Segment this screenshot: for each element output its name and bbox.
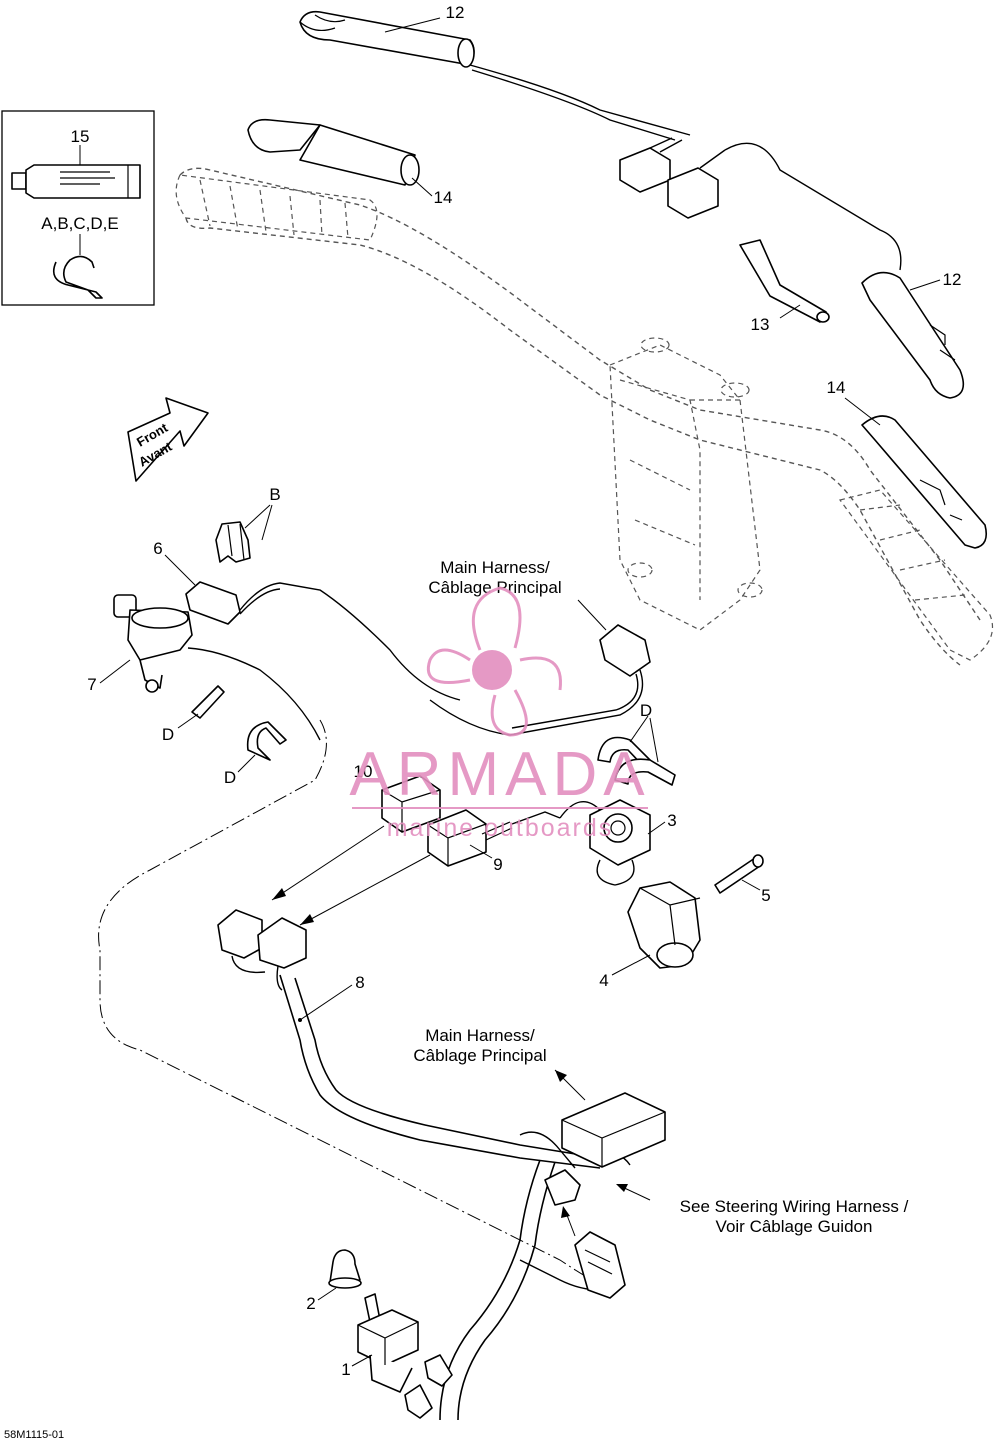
front-direction-arrow: Front Avant <box>127 397 209 482</box>
callout-9: 9 <box>493 855 502 874</box>
main-harness-caption-2a: Main Harness/ <box>425 1026 535 1045</box>
switch-3 <box>559 799 651 886</box>
armada-watermark: ARMADA marine outboards <box>349 586 650 842</box>
callout-6: 6 <box>153 539 162 558</box>
harness-connector-lower-right <box>574 1231 626 1299</box>
callout-b: B <box>269 485 280 504</box>
kit-label: A,B,C,D,E <box>41 214 118 233</box>
steering-harness-caption-b: Voir Câblage Guidon <box>716 1217 873 1236</box>
callout-12-top: 12 <box>446 3 465 22</box>
clip-b <box>215 521 251 563</box>
callout-4: 4 <box>599 971 608 990</box>
heated-grip-element-top <box>299 10 691 141</box>
lubricant-tube-icon <box>11 164 141 199</box>
callout-14-top: 14 <box>434 188 453 207</box>
callout-15: 15 <box>71 127 90 146</box>
callout-12-right: 12 <box>943 270 962 289</box>
connector-10 <box>381 775 441 833</box>
wiring-harness-8 <box>217 909 631 1421</box>
cap-4 <box>627 881 701 969</box>
clip-d-left-1 <box>191 685 225 719</box>
watermark-brand: ARMADA <box>349 740 650 809</box>
callout-13: 13 <box>751 315 770 334</box>
callout-10: 10 <box>354 762 373 781</box>
boot-2 <box>328 1249 362 1289</box>
callout-3: 3 <box>667 811 676 830</box>
steering-harness-caption-a: See Steering Wiring Harness / <box>680 1197 909 1216</box>
clip-d-left-2 <box>246 721 287 761</box>
callout-d-1: D <box>162 725 174 744</box>
callout-7: 7 <box>87 675 96 694</box>
main-harness-caption-1b: Câblage Principal <box>428 578 561 597</box>
propeller-logo-icon <box>427 586 562 737</box>
callout-d-2: D <box>224 768 236 787</box>
heated-grip-element-right <box>861 271 965 399</box>
callout-d-3: D <box>640 701 652 720</box>
watermark-tagline: marine outboards <box>387 814 614 842</box>
diagram-id: 58M1115-01 <box>4 1429 64 1441</box>
main-harness-connector-upper <box>429 624 651 736</box>
throttle-switch-7 <box>113 594 321 741</box>
grip-connectors-top <box>619 137 902 271</box>
callout-1: 1 <box>341 1360 350 1379</box>
tube-13 <box>739 239 830 323</box>
main-harness-caption-2b: Câblage Principal <box>413 1046 546 1065</box>
callout-14-right: 14 <box>827 378 846 397</box>
main-harness-caption-1a: Main Harness/ <box>440 558 550 577</box>
sensor-6 <box>185 581 461 701</box>
callout-8: 8 <box>355 973 364 992</box>
grip-sleeve-top <box>247 118 420 186</box>
pin-5 <box>714 854 764 894</box>
connector-9 <box>427 809 487 867</box>
main-harness-connector-lower <box>561 1092 666 1168</box>
handlebar-phantom <box>175 167 994 666</box>
kit-inset: 15 A,B,C,D,E <box>1 110 155 306</box>
clip-d-right <box>597 736 676 786</box>
toggle-switch-1 <box>357 1293 419 1393</box>
callout-2: 2 <box>306 1294 315 1313</box>
toggle-switch-connectors <box>404 1354 453 1419</box>
callout-5: 5 <box>761 886 770 905</box>
cable-tie-icon <box>52 255 103 299</box>
grip-sleeve-right <box>861 415 988 549</box>
